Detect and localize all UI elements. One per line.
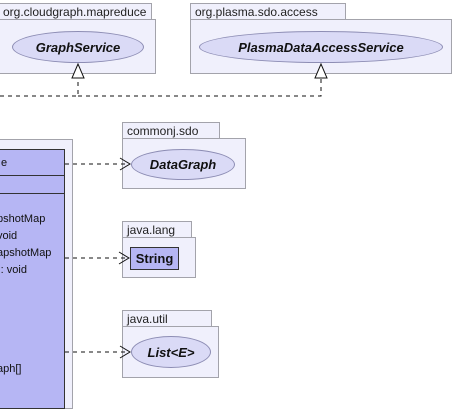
member-2: void xyxy=(0,230,18,242)
realization-arrowhead-plasmadataaccessservice xyxy=(314,62,328,79)
class-divider-attributes xyxy=(0,193,64,194)
class-divider-name xyxy=(0,175,64,176)
member-4: ): void xyxy=(0,264,27,276)
interface-datagraph[interactable]: DataGraph xyxy=(131,149,235,180)
dependency-arrowhead-datagraph xyxy=(119,157,131,171)
main-class[interactable]: e pshotMap void apshotMap ): void aph[] xyxy=(0,149,65,409)
relationship-lines xyxy=(0,62,328,359)
realization-edge-graphservice xyxy=(0,78,79,97)
realization-edge-plasmadataaccessservice xyxy=(78,78,322,97)
dependency-arrowhead-string xyxy=(118,251,130,265)
member-3: apshotMap xyxy=(0,247,52,259)
interface-plasmadataaccessservice[interactable]: PlasmaDataAccessService xyxy=(199,31,443,63)
package-tab: commonj.sdo xyxy=(122,122,220,139)
member-5: aph[] xyxy=(0,363,22,375)
package-tab: org.plasma.sdo.access xyxy=(190,3,346,20)
interface-list[interactable]: List<E> xyxy=(131,336,211,368)
realization-arrowhead-graphservice xyxy=(71,62,85,79)
interface-graphservice[interactable]: GraphService xyxy=(12,31,144,63)
main-class-title: e xyxy=(1,157,8,169)
class-string[interactable]: String xyxy=(130,247,179,270)
dependency-arrowhead-list xyxy=(119,345,131,359)
member-1: pshotMap xyxy=(0,213,46,225)
